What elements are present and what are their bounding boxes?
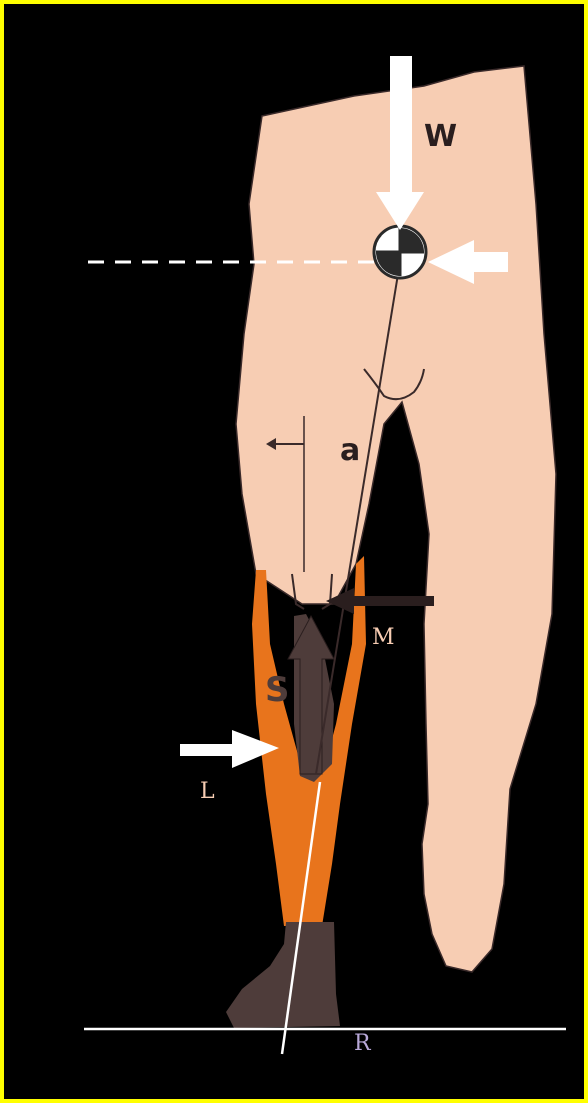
label-angle: a	[340, 433, 360, 468]
label-ground-reaction: R	[354, 1031, 372, 1056]
prosthetic-foot	[226, 922, 340, 1028]
label-medial: M	[372, 625, 395, 650]
label-weight: W	[424, 119, 457, 154]
label-lateral: L	[200, 779, 215, 804]
diagram-svg: W a M S L R	[4, 4, 588, 1103]
label-strap: S	[265, 670, 290, 710]
